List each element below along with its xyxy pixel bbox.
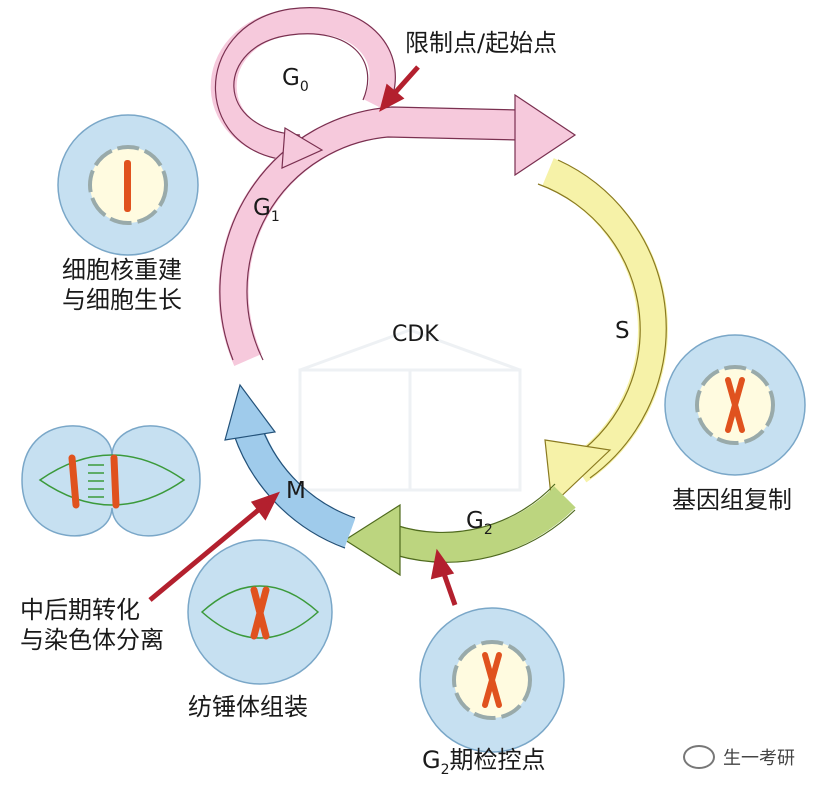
g1-arrowhead <box>514 93 577 177</box>
cell-spindle-assembly <box>187 539 333 685</box>
g2-label: G2 <box>466 508 493 538</box>
g2-arc <box>390 486 576 563</box>
spindle-assembly-label: 纺锤体组装 <box>188 693 308 721</box>
cell-g2-checkpoint <box>419 607 565 753</box>
cell-genome-replication <box>664 334 806 476</box>
g0-return-arrowhead <box>281 126 324 169</box>
watermark-emblem <box>298 328 522 492</box>
s-arrowhead <box>544 439 612 507</box>
center-label: CDK <box>392 322 439 347</box>
watermark-text: 生一考研 <box>723 748 795 769</box>
s-arc <box>542 158 668 483</box>
s-label: S <box>615 318 630 344</box>
restriction-point-label: 限制点/起始点 <box>405 29 558 57</box>
wechat-icon <box>683 745 715 769</box>
genome-replication-label: 基因组复制 <box>672 486 792 514</box>
g2-arrowhead <box>343 503 401 577</box>
g2-checkpoint-label: G2期检控点 <box>422 746 546 778</box>
m-arrowhead <box>224 383 277 441</box>
watermark: 生一考研 <box>683 744 795 770</box>
m-label: M <box>286 478 306 504</box>
cell-nucleus-rebuild <box>57 114 199 256</box>
anaphase-label: 中后期转化 与染色体分离 <box>20 596 164 654</box>
cell-anaphase <box>21 425 201 537</box>
g1-arc <box>218 106 521 367</box>
g1-label: G1 <box>253 195 280 225</box>
g0-loop-outline <box>233 33 369 136</box>
nucleus-rebuild-label: 细胞核重建 与细胞生长 <box>62 256 182 314</box>
checkpoint-arrows <box>148 65 458 606</box>
g0-label: G0 <box>282 65 309 95</box>
g0-loop <box>210 7 396 161</box>
m-arc <box>233 424 356 548</box>
